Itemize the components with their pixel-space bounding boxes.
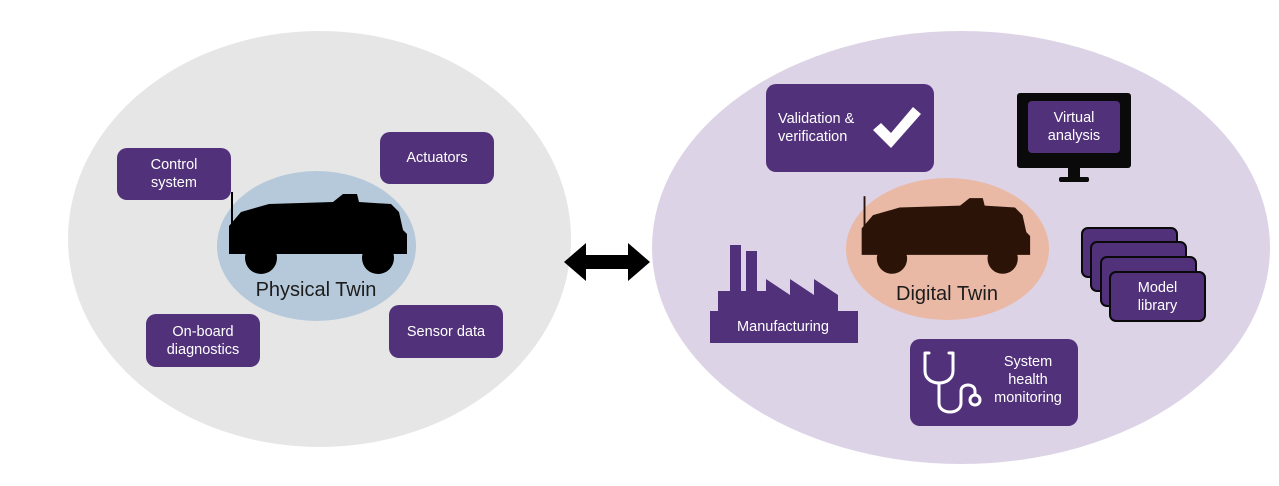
system-health-box: System health monitoring — [910, 339, 1078, 426]
onboard-diagnostics-box: On-board diagnostics — [146, 314, 260, 367]
actuators-box: Actuators — [380, 132, 494, 184]
validation-verification-box: Validation & verification — [766, 84, 934, 172]
stacked-cards-icon: Model library — [1081, 227, 1207, 323]
stethoscope-icon — [923, 351, 982, 414]
model-library-box: Model library — [1109, 271, 1206, 322]
physical-vehicle-icon — [229, 192, 407, 274]
system-health-label: System health monitoring — [994, 354, 1062, 406]
double-arrow-icon — [564, 243, 650, 281]
digital-vehicle-icon — [861, 196, 1031, 274]
validation-verification-label: Validation & verification — [778, 111, 855, 145]
factory-icon — [710, 245, 858, 343]
digital-twin-label: Digital Twin — [896, 283, 998, 305]
physical-twin-label: Physical Twin — [255, 279, 377, 301]
monitor-icon: Virtual analysis — [1017, 93, 1131, 183]
checkmark-icon — [873, 107, 921, 148]
manufacturing-label: Manufacturing — [737, 319, 829, 335]
virtual-analysis-box: Virtual analysis — [1028, 101, 1120, 153]
sensor-data-box: Sensor data — [389, 305, 503, 358]
monitor-base — [1059, 177, 1089, 182]
control-system-box: Control system — [117, 148, 231, 200]
monitor-stand — [1068, 168, 1080, 177]
